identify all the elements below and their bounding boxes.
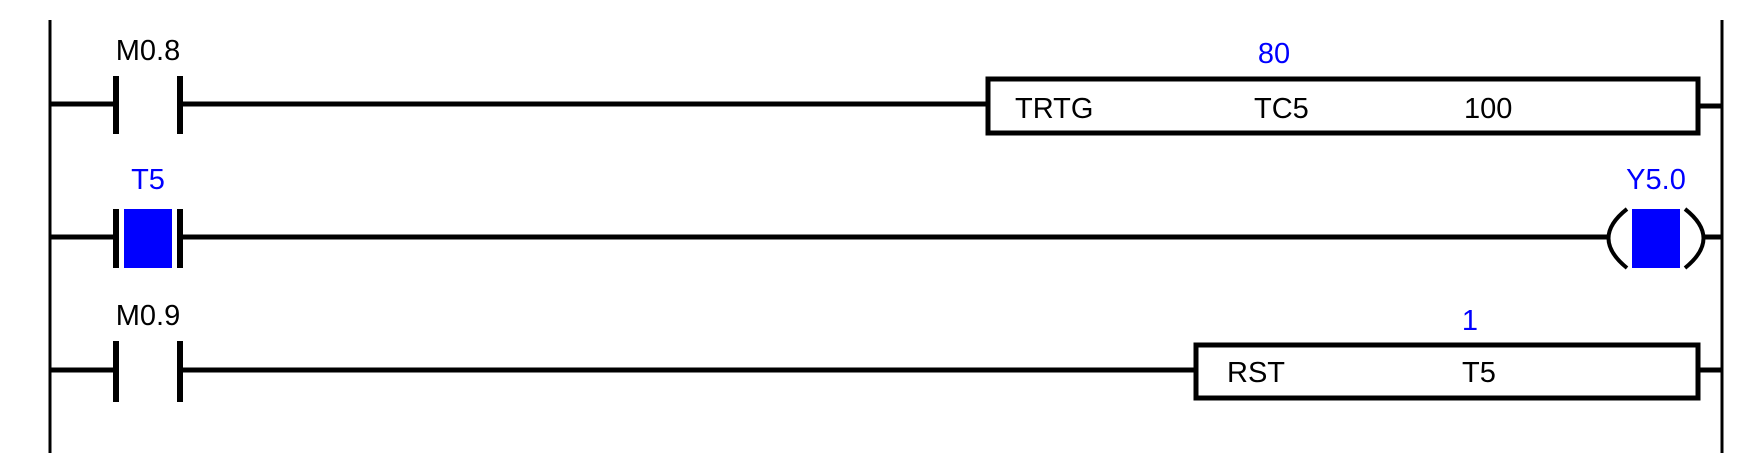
rung-2 <box>50 207 1722 270</box>
rung-3 <box>50 341 1722 402</box>
rung-1 <box>50 76 1722 136</box>
instruction-preset: 100 <box>1464 93 1513 125</box>
contact-label: M0.8 <box>115 35 181 67</box>
instruction-operand: TC5 <box>1254 93 1309 125</box>
trtg-instruction-box[interactable] <box>985 76 1701 136</box>
instruction-op: RST <box>1227 357 1285 389</box>
current-value: 1 <box>1461 305 1479 337</box>
contact-m0-8[interactable] <box>113 76 183 134</box>
contact-label: M0.9 <box>115 300 181 332</box>
contact-m0-9[interactable] <box>113 341 183 402</box>
instruction-operand: T5 <box>1462 357 1496 389</box>
contact-label: T5 <box>131 164 165 196</box>
coil-y5-0[interactable] <box>1606 207 1706 270</box>
coil-label: Y5.0 <box>1626 164 1686 196</box>
current-value: 80 <box>1257 38 1291 70</box>
instruction-op: TRTG <box>1015 93 1094 125</box>
contact-t5[interactable] <box>113 209 183 268</box>
rst-instruction-box[interactable] <box>1193 342 1701 401</box>
